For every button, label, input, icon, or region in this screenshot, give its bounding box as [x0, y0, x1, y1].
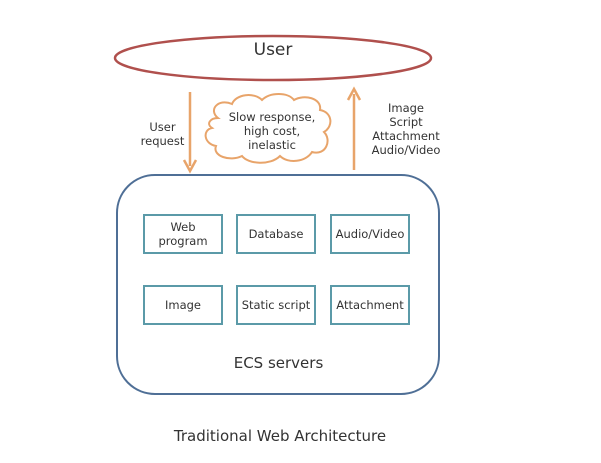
- request-label-line: request: [140, 134, 185, 148]
- response-label-line: Audio/Video: [371, 143, 441, 157]
- response-label-line: Image: [387, 101, 425, 115]
- cloud-shape: [204, 93, 332, 164]
- component-label: Database: [248, 227, 304, 241]
- request-label-line: User: [149, 120, 176, 134]
- component-audio-video: Audio/Video: [330, 214, 410, 254]
- component-label: Audio/Video: [335, 227, 405, 241]
- cloud-text-line: inelastic: [248, 138, 296, 152]
- component-web-program: Web program: [143, 214, 223, 254]
- component-label: Web: [170, 220, 196, 234]
- cloud-text-line: Slow response,: [228, 110, 316, 124]
- response-arrow: [346, 86, 362, 170]
- component-image: Image: [143, 285, 223, 325]
- component-label: Attachment: [336, 298, 404, 312]
- ecs-servers-label: ECS servers: [233, 354, 324, 372]
- diagram-caption: Traditional Web Architecture: [173, 427, 387, 445]
- component-label: program: [158, 234, 208, 248]
- response-label: Image Script Attachment Audio/Video: [366, 101, 446, 157]
- request-arrow: [182, 92, 198, 174]
- cloud-text: Slow response, high cost, inelastic: [212, 110, 332, 152]
- request-label: User request: [140, 120, 185, 148]
- component-attachment: Attachment: [330, 285, 410, 325]
- component-label: Image: [164, 298, 202, 312]
- response-label-line: Attachment: [372, 129, 440, 143]
- component-database: Database: [236, 214, 316, 254]
- user-label: User: [253, 40, 293, 60]
- response-label-line: Script: [389, 115, 423, 129]
- cloud-text-line: high cost,: [243, 124, 301, 138]
- user-ellipse: [113, 34, 433, 82]
- component-static-script: Static script: [236, 285, 316, 325]
- component-label: Static script: [241, 298, 311, 312]
